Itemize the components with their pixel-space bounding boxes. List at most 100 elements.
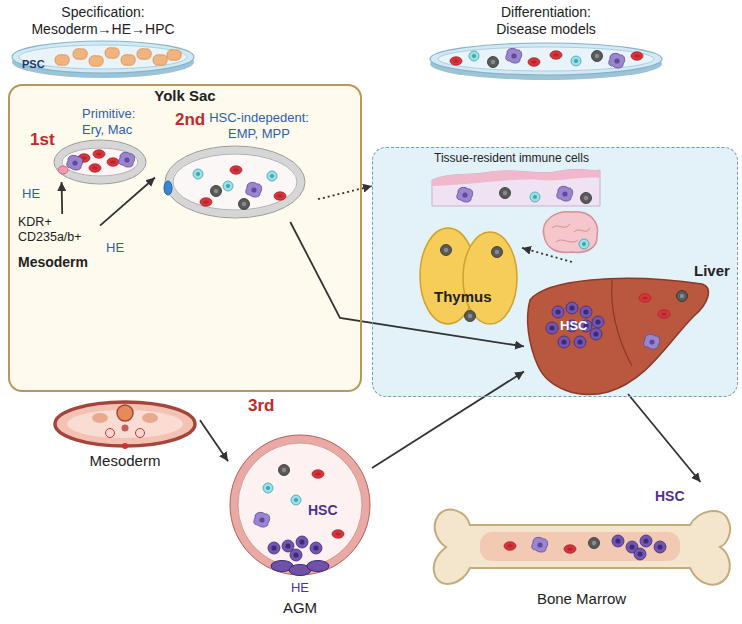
- liver-art: [546, 322, 558, 334]
- flow-arrow: [372, 372, 524, 468]
- vessel: 2ndHSC-indepedent: EMP, MPP: [155, 108, 318, 222]
- thymus-organ: Thymus: [412, 222, 522, 330]
- tissue-label: Tissue-resident immune cells: [434, 151, 589, 165]
- flow-arrow: [100, 178, 155, 226]
- culture-dish-art: [55, 55, 69, 66]
- liver-art: [574, 336, 586, 348]
- definitive-vessel-art: [193, 169, 203, 179]
- mesoderm-origin: KDR+ CD235a/b+ Mesoderm: [16, 214, 100, 272]
- region-ground: [372, 147, 738, 397]
- hsc-label: HSC: [308, 502, 338, 519]
- he-label: HE: [22, 186, 40, 202]
- skin-tissue-art: [432, 169, 600, 206]
- text-slot: 3rd: [248, 396, 274, 416]
- culture-dish-art: [12, 41, 194, 78]
- culture-dish-art: [430, 43, 662, 80]
- brain-art: [543, 212, 597, 253]
- thymus-art: [463, 232, 517, 324]
- thymus-art: [420, 228, 517, 324]
- definitive-vessel-art: [173, 154, 297, 210]
- agm-art: [254, 512, 270, 527]
- text-slot: HE: [22, 186, 40, 202]
- thymus-art: [441, 245, 452, 256]
- liver-art: [528, 278, 709, 394]
- culture-dish-art: [450, 57, 462, 65]
- site-label: AGM: [228, 599, 372, 617]
- bone-art: [434, 510, 730, 585]
- brain-art: [579, 239, 589, 249]
- bone-art: [480, 532, 680, 561]
- edge-label: HE: [104, 240, 126, 256]
- definitive-vessel-art: [267, 171, 277, 181]
- agm-art: [268, 542, 280, 554]
- culture-dish-art: [121, 55, 135, 66]
- agm-art: [296, 536, 308, 548]
- agm-art: [290, 549, 302, 561]
- text-slot: HE: [104, 240, 126, 256]
- agm-art: [332, 530, 344, 538]
- culture-dish-art: [73, 49, 87, 60]
- culture-dish-art: [469, 51, 479, 61]
- culture-dish-art: [506, 48, 522, 63]
- hsc-label: HSC: [560, 318, 587, 334]
- agm-art: [279, 465, 290, 476]
- agm-art: [230, 435, 370, 575]
- liver-art: [644, 334, 660, 349]
- text-slot: Mesoderm: [18, 254, 88, 271]
- text-slot: Differentiation: Disease models: [481, 4, 611, 38]
- text-slot: HSC: [560, 318, 587, 334]
- wave-description: Primitive: Ery, Mac: [82, 106, 150, 137]
- definitive-vessel-art: [164, 181, 172, 195]
- agm-art: [312, 470, 324, 478]
- flow-arrow: [61, 182, 63, 214]
- bone-art: [504, 542, 516, 550]
- definitive-vessel-art: [239, 199, 250, 210]
- definitive-vessel-art: [169, 150, 301, 214]
- text-slot: Bone Marrow: [425, 590, 738, 608]
- embryo-art: [92, 413, 108, 423]
- agm-art: [310, 542, 322, 554]
- primitive-vessel-art: [119, 152, 135, 167]
- embryo-art: [136, 429, 145, 438]
- culture-dish-art: [105, 48, 119, 59]
- culture-dish-art: [571, 56, 581, 66]
- culture-dish-art: [137, 49, 151, 60]
- agm-vessel: 3rdHSCHEAGM: [228, 394, 372, 618]
- embryo-art: [142, 413, 158, 423]
- bone-marrow: HSC Bone Marrow: [425, 482, 738, 614]
- marker-text: KDR+ CD235a/b+: [18, 215, 98, 245]
- agm-art: [307, 561, 329, 572]
- bone-art: [640, 535, 652, 547]
- liver-art: [558, 336, 570, 348]
- embryo-art: [55, 402, 195, 446]
- yolk-sac-region: Yolk Sac1stPrimitive: Ery, Mac2ndHSC-ind…: [8, 84, 362, 392]
- tissue-region: Tissue-resident immune cellsThymusHSCLiv…: [372, 147, 738, 397]
- liver-art: [580, 306, 592, 318]
- text-slot: HSC: [308, 502, 338, 519]
- primitive-vessel-art: [54, 140, 146, 184]
- culture-dish-art: [89, 56, 103, 67]
- skin-tissue-art: [500, 188, 511, 199]
- culture-dish: Differentiation: Disease models: [426, 2, 666, 82]
- text-slot: Specification: Mesoderm→HE→HPC: [31, 4, 174, 38]
- bone-art: [434, 510, 730, 585]
- bone-art: [589, 538, 600, 549]
- organ-label: Thymus: [434, 288, 492, 306]
- definitive-vessel-art: [274, 192, 286, 200]
- stage-heading: Specification: Mesoderm→HE→HPC: [31, 4, 174, 38]
- hsc-label: HSC: [655, 488, 685, 505]
- bone-art: [634, 548, 646, 560]
- skin-tissue-art: [457, 187, 473, 202]
- culture-dish-art: [609, 53, 625, 68]
- text-slot: PSC: [22, 58, 45, 71]
- embryo-art: [117, 405, 133, 421]
- agm-art: [238, 443, 362, 567]
- text-slot: KDR+ CD235a/b+: [18, 215, 98, 245]
- liver-art: [612, 280, 632, 366]
- liver-art: [552, 306, 564, 318]
- skin-tissue-art: [557, 186, 573, 201]
- thymus-art: [465, 311, 476, 322]
- primitive-vessel-art: [58, 144, 142, 180]
- skin-tissue-art: [581, 193, 592, 204]
- agm-art: [230, 435, 370, 576]
